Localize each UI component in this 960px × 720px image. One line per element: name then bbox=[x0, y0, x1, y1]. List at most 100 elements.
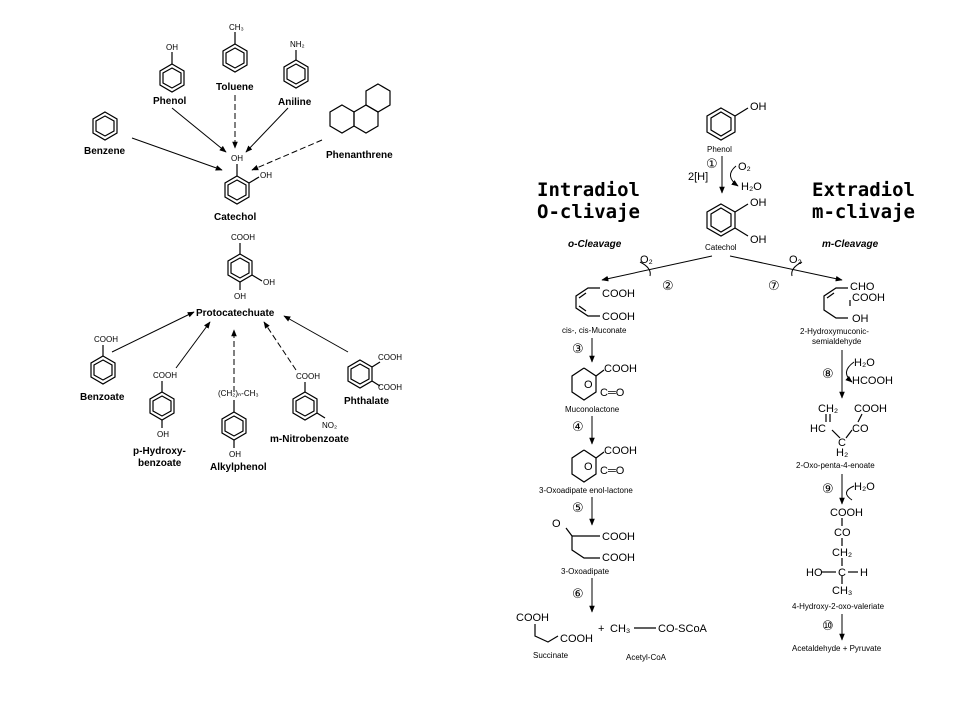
phb-oh-label: OH bbox=[157, 430, 169, 439]
phenol-oh-right: OH bbox=[750, 101, 767, 113]
aniline-structure: NH₂ Aniline bbox=[278, 40, 312, 108]
step-4-number: ④ bbox=[572, 420, 584, 435]
acetyl-coa-label: Acetyl-CoA bbox=[626, 653, 667, 662]
m-clivaje-heading: m-clivaje bbox=[812, 201, 915, 223]
ope-label: 2-Oxo-penta-4-enoate bbox=[796, 461, 875, 470]
succinate-label: Succinate bbox=[533, 651, 569, 660]
o2-step1: O₂ bbox=[738, 161, 751, 173]
hov-co: CO bbox=[834, 527, 851, 539]
oxoadipate-label: 3-Oxoadipate bbox=[561, 567, 610, 576]
acetyl-ch3: CH₃ bbox=[610, 623, 630, 635]
aniline-label: Aniline bbox=[278, 97, 312, 108]
m-cleavage-label: m-Cleavage bbox=[822, 239, 879, 250]
hov-cooh: COOH bbox=[830, 507, 863, 519]
oxoadipate-enol-lactone-label: 3-Oxoadipate enol-lactone bbox=[539, 486, 633, 495]
left-panel: OH Phenol CH₃ Toluene NH₂ Aniline Benzen… bbox=[80, 23, 402, 473]
ope-ch2: CH₂ bbox=[818, 403, 838, 415]
benzoate-structure: COOH Benzoate bbox=[80, 335, 125, 403]
h2o-step8: H₂O bbox=[854, 357, 875, 369]
toluene-label: Toluene bbox=[216, 82, 254, 93]
intradiol-heading: Intradiol bbox=[537, 179, 640, 201]
hydroxy-oxo-valeriate-structure: COOH CO CH₂ HO C H CH₃ 4-Hydroxy-2-oxo-v… bbox=[792, 507, 885, 611]
ope-h2: H₂ bbox=[836, 447, 848, 459]
phenol-structure: OH Phenol bbox=[153, 43, 187, 107]
aniline-nh2-label: NH₂ bbox=[290, 40, 305, 49]
phth-cooh1-label: COOH bbox=[378, 353, 402, 362]
phth-cooh2-label: COOH bbox=[378, 383, 402, 392]
right-panel: OH Phenol ① O₂ 2[H] H₂O OH OH Catechol o… bbox=[516, 101, 893, 662]
m-nitrobenzoate-structure: COOH NO₂ m-Nitrobenzoate bbox=[270, 372, 349, 445]
protocatechuate-structure: COOH OH OH Protocatechuate bbox=[196, 233, 275, 319]
o2-right: O₂ bbox=[789, 254, 802, 266]
headings: Intradiol O-clivaje Extradiol m-clivaje bbox=[537, 179, 915, 223]
phthalate-structure: COOH COOH Phthalate bbox=[344, 353, 402, 407]
toluene-ch3-label: CH₃ bbox=[229, 23, 244, 32]
phenol-oh-label: OH bbox=[166, 43, 178, 52]
2h-step1: 2[H] bbox=[688, 171, 708, 183]
benzoate-cooh-label: COOH bbox=[94, 335, 118, 344]
muconate-cooh1: COOH bbox=[602, 288, 635, 300]
oe-cooh: COOH bbox=[604, 445, 637, 457]
ope-hc: HC bbox=[810, 423, 826, 435]
acetyl-co-scoa: CO-SCoA bbox=[658, 623, 708, 635]
succ-cooh1: COOH bbox=[516, 612, 549, 624]
muconolactone-label: Muconolactone bbox=[565, 405, 620, 414]
muconate-structure: COOH COOH cis-, cis-Muconate bbox=[562, 287, 635, 335]
hov-ch2: CH₂ bbox=[832, 547, 852, 559]
ope-cooh: COOH bbox=[854, 403, 887, 415]
p-hydroxybenzoate-label-1: p-Hydroxy- bbox=[133, 446, 186, 457]
alkyl-chain-label: (CH₂)ₙ-CH₃ bbox=[218, 389, 259, 398]
alkylphenol-structure: (CH₂)ₙ-CH₃ OH Alkylphenol bbox=[210, 389, 267, 473]
hms-cho: CHO bbox=[850, 281, 875, 293]
m-nitrobenzoate-label: m-Nitrobenzoate bbox=[270, 434, 349, 445]
catechol-label-left: Catechol bbox=[214, 212, 256, 223]
catechol-structure-left: OH OH Catechol bbox=[214, 154, 272, 223]
step-1-number: ① bbox=[706, 157, 718, 172]
phenanthrene-structure: Phenanthrene bbox=[326, 83, 393, 161]
o-clivaje-heading: O-clivaje bbox=[537, 201, 640, 223]
phenol-structure-right: OH Phenol bbox=[706, 101, 767, 154]
step-3-number: ③ bbox=[572, 342, 584, 357]
phb-cooh-label: COOH bbox=[153, 371, 177, 380]
ope-co: CO bbox=[852, 423, 869, 435]
phthalate-label: Phthalate bbox=[344, 396, 389, 407]
alkyl-oh-label: OH bbox=[229, 450, 241, 459]
step-9: H₂O ⑨ bbox=[822, 474, 875, 505]
ml-o: O bbox=[584, 379, 593, 391]
step-8-number: ⑧ bbox=[822, 367, 834, 382]
hov-label: 4-Hydroxy-2-oxo-valeriate bbox=[792, 602, 885, 611]
step-8: H₂O HCOOH ⑧ bbox=[822, 350, 893, 399]
step-9-number: ⑨ bbox=[822, 482, 834, 497]
hov-h: H bbox=[860, 567, 868, 579]
arrows-to-catechol bbox=[131, 95, 323, 171]
p-hydroxybenzoate-label-2: benzoate bbox=[138, 458, 182, 469]
phenanthrene-label: Phenanthrene bbox=[326, 150, 393, 161]
catechol-label-right: Catechol bbox=[705, 243, 737, 252]
benzoate-label: Benzoate bbox=[80, 392, 125, 403]
ml-co: C═O bbox=[600, 387, 625, 399]
hcooh-step8: HCOOH bbox=[852, 375, 893, 387]
phenol-label: Phenol bbox=[153, 96, 187, 107]
muconate-label: cis-, cis-Muconate bbox=[562, 326, 627, 335]
oe-co: C═O bbox=[600, 465, 625, 477]
step-10-number: ⑩ bbox=[822, 619, 834, 634]
step-2-number: ② bbox=[662, 279, 674, 294]
pc-oh1-label: OH bbox=[263, 278, 275, 287]
oa-cooh1: COOH bbox=[602, 531, 635, 543]
hms-cooh: COOH bbox=[852, 292, 885, 304]
phenol-label-right: Phenol bbox=[707, 145, 732, 154]
o2-left: O₂ bbox=[640, 254, 653, 266]
step-5-number: ⑤ bbox=[572, 501, 584, 516]
oe-o: O bbox=[584, 461, 593, 473]
h2o-step9: H₂O bbox=[854, 481, 875, 493]
arrows-to-protocatechuate bbox=[111, 311, 349, 392]
alkylphenol-label: Alkylphenol bbox=[210, 462, 267, 473]
step-6-number: ⑥ bbox=[572, 587, 584, 602]
oxoadipate-enol-lactone-structure: COOH O C═O 3-Oxoadipate enol-lactone bbox=[539, 445, 637, 495]
ope-c: C bbox=[838, 437, 846, 449]
oxoadipate-structure: O COOH COOH 3-Oxoadipate bbox=[552, 518, 635, 576]
mnitro-cooh-label: COOH bbox=[296, 372, 320, 381]
hov-c: C bbox=[838, 567, 846, 579]
toluene-structure: CH₃ Toluene bbox=[216, 23, 254, 93]
